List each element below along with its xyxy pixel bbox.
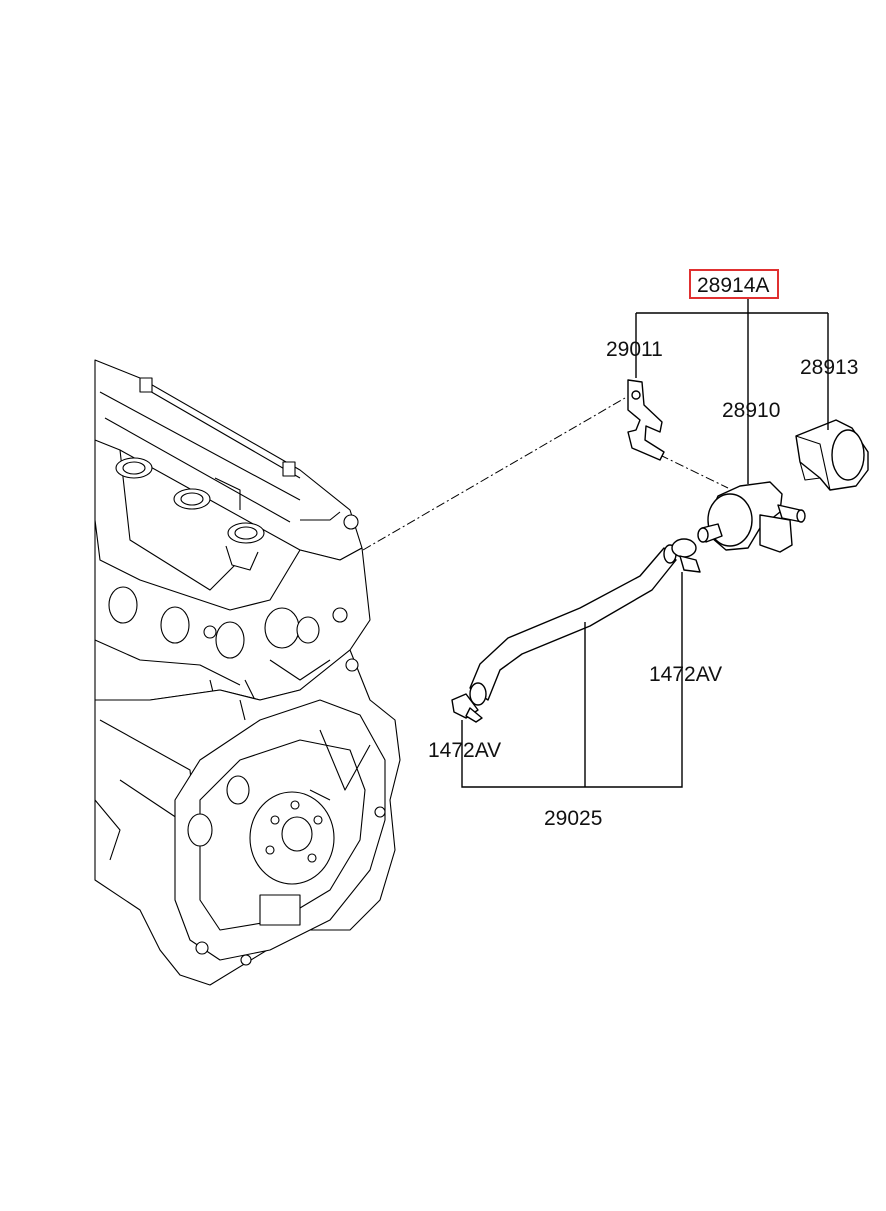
engine-block-drawing bbox=[94, 359, 401, 986]
connector-clip-part bbox=[795, 419, 869, 491]
pcv-valve-part bbox=[697, 481, 806, 553]
label-28914a[interactable]: 28914A bbox=[697, 274, 769, 297]
label-1472av-right[interactable]: 1472AV bbox=[649, 663, 722, 686]
hose-clamp-right-part bbox=[671, 538, 701, 573]
label-1472av-left[interactable]: 1472AV bbox=[428, 739, 501, 762]
breather-hose-part bbox=[469, 544, 677, 706]
assembly-reference-lines bbox=[362, 397, 729, 551]
label-29025[interactable]: 29025 bbox=[544, 807, 602, 830]
label-28913[interactable]: 28913 bbox=[800, 356, 858, 379]
callout-leader-lines bbox=[461, 298, 829, 788]
label-29011[interactable]: 29011 bbox=[606, 338, 663, 361]
hose-clamp-left-part bbox=[451, 693, 483, 723]
label-28910[interactable]: 28910 bbox=[722, 399, 780, 422]
assembly-label-highlight bbox=[689, 269, 779, 299]
bracket-part bbox=[627, 379, 665, 461]
